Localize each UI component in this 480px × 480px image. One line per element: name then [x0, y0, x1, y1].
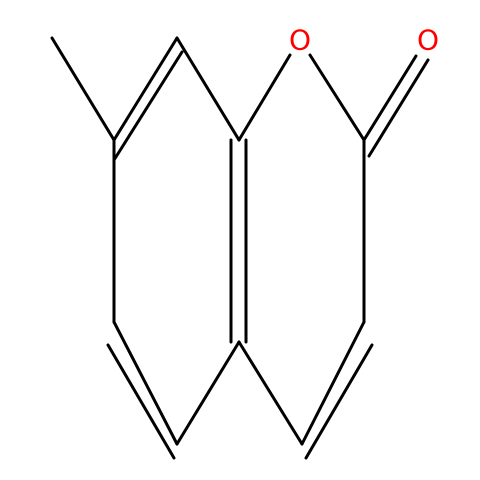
bond-c8a-o1 [237, 53, 292, 142]
bond-c3-c4 [300, 320, 366, 446]
bond-c7-c8 [112, 36, 179, 142]
atom-label-ring-oxygen: O [289, 24, 311, 57]
bond-c4a-c5 [175, 340, 241, 446]
bond-c5-c6 [112, 320, 179, 446]
bond-c4-c4a [237, 340, 304, 446]
atom-label-carbonyl-oxygen: O [417, 24, 439, 57]
bond-methyl [50, 36, 116, 142]
bond-c3-c4-inner [304, 343, 374, 460]
bond-c2-o2-inner [367, 58, 430, 158]
bond-c8-c8a [175, 36, 241, 142]
bonds-layer [50, 36, 430, 460]
bond-o1-c2 [308, 53, 366, 142]
bond-c5-c6-inner [106, 343, 176, 460]
bond-c2-o2 [362, 54, 418, 142]
atom-labels-layer: O O [289, 24, 439, 57]
bond-c7-c8-inner [112, 50, 184, 162]
